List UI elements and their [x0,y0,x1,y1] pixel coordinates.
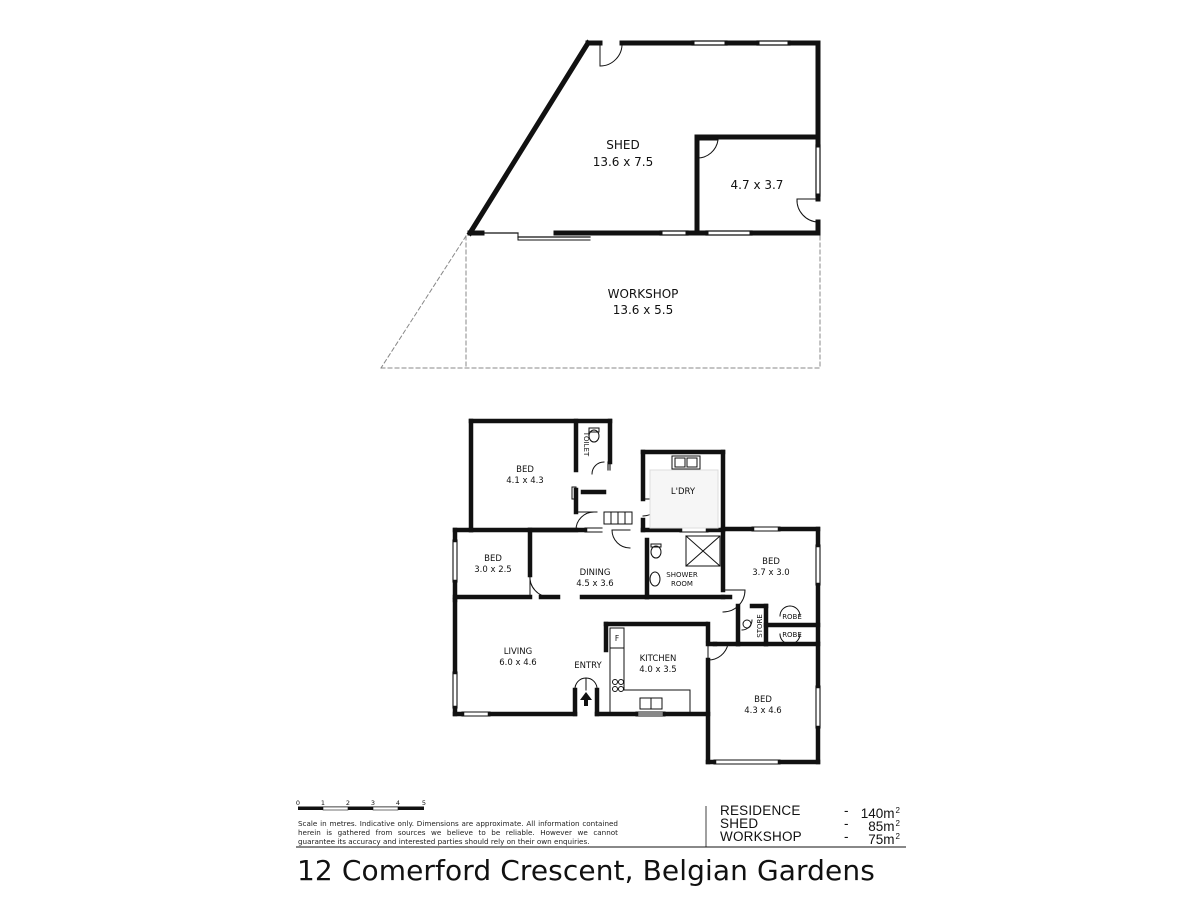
dining-name: DINING [580,568,611,578]
entry-arrow-icon [580,692,592,706]
bed3-dims: 3.7 x 3.0 [752,568,789,578]
area-name: SHED [720,816,759,831]
bed4-name: BED [754,695,772,705]
laundry-name: L'DRY [671,487,696,497]
area-row-workshop: WORKSHOP - 75m2 [718,829,906,847]
shed-name: SHED [606,138,639,152]
workshop-dims: 13.6 x 5.5 [613,303,674,317]
shower-name-line2: ROOM [671,580,693,588]
bed1-name: BED [516,465,534,475]
toilet-name: TOILET [582,431,590,457]
outbuilding: SHED 13.6 x 7.5 4.7 x 3.7 WORKSHOP 13.6 … [380,39,821,369]
bed2-name: BED [484,554,502,564]
area-name: WORKSHOP [720,829,802,844]
area-dash: - [844,803,849,818]
kitchen-dims: 4.0 x 3.5 [639,665,676,675]
area-value: 75m2 [868,832,900,847]
kitchen-name: KITCHEN [640,654,677,664]
scale-tick-0: 0 [296,799,300,807]
scale-tick-2: 2 [346,799,350,807]
living-name: LIVING [504,647,533,657]
area-row-shed: SHED - 85m2 [718,816,906,834]
fixtures [571,427,752,715]
area-dash: - [844,816,849,831]
scale-tick-3: 3 [371,799,375,807]
fridge-label: F [615,634,619,643]
area-value: 140m2 [860,806,900,821]
residence-walls [452,418,821,765]
dining-dims: 4.5 x 3.6 [576,579,613,589]
living-dims: 6.0 x 4.6 [499,658,536,668]
area-value: 85m2 [868,819,900,834]
scale-tick-4: 4 [396,799,400,807]
robe2-name: ROBE [782,631,802,639]
bed4-dims: 4.3 x 4.6 [744,706,781,716]
entry-name: ENTRY [574,661,602,671]
area-dash: - [844,829,849,844]
area-name: RESIDENCE [720,803,801,818]
scale-bar: 0 1 2 3 4 5 [296,799,906,848]
bed1-dims: 4.1 x 4.3 [506,476,543,486]
shed-room-dims: 4.7 x 3.7 [731,178,784,192]
bed2-dims: 3.0 x 2.5 [474,565,511,575]
area-summary: RESIDENCE - 140m2 SHED - 85m2 WORKSHOP -… [718,803,906,847]
area-row-residence: RESIDENCE - 140m2 [718,803,906,821]
scale-tick-5: 5 [422,799,426,807]
shed-walls [466,39,821,237]
property-address: 12 Comerford Crescent, Belgian Gardens [297,854,875,887]
shed-doors [481,42,819,241]
workshop-outline [380,235,821,369]
shed-dims: 13.6 x 7.5 [593,155,654,169]
scale-tick-1: 1 [321,799,325,807]
store-name: STORE [756,614,764,638]
workshop-name: WORKSHOP [608,287,679,301]
shed-windows [659,40,821,236]
shower-name-line1: SHOWER [666,571,698,579]
disclaimer: Scale in metres. Indicative only. Dimens… [298,819,618,846]
bed3-name: BED [762,557,780,567]
residence: BED 4.1 x 4.3 TOILET L'DRY BED 3.0 x 2.5… [452,418,821,765]
robe1-name: ROBE [782,613,802,621]
